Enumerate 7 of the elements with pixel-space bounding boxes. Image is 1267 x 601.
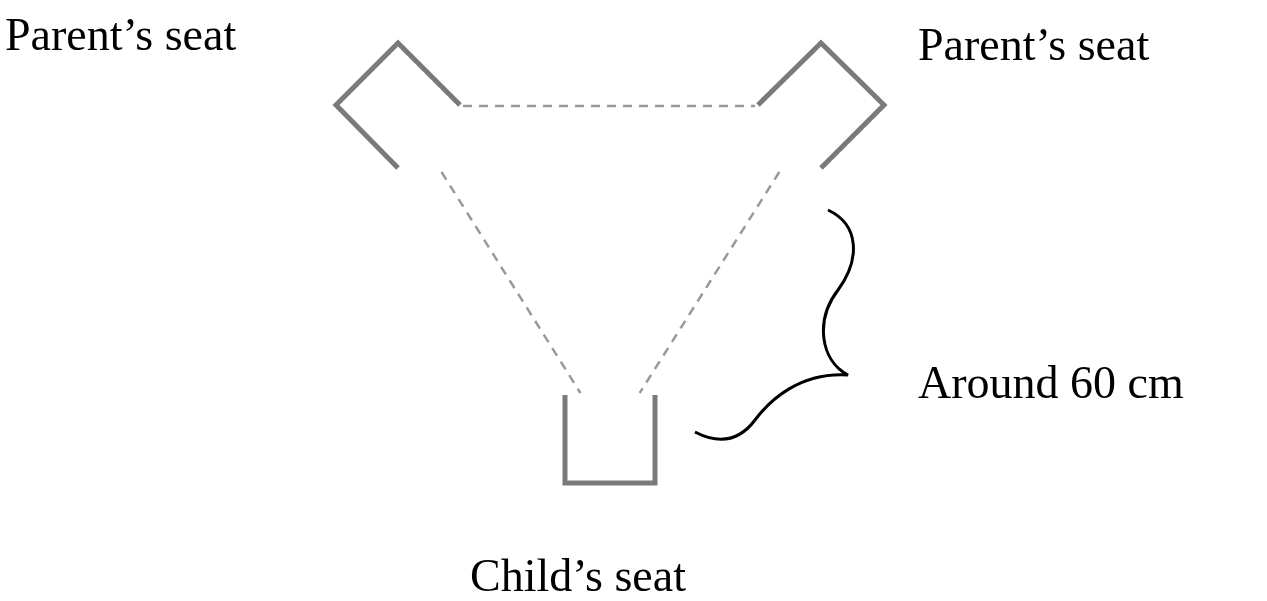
dashed-line [440, 171, 582, 394]
seat-label: Child’s seat [470, 553, 686, 599]
dashed-line [463, 104, 755, 108]
dimension-label: Around 60 cm [918, 360, 1184, 406]
seat-label: Parent’s seat [5, 12, 237, 58]
dashed-line [638, 171, 781, 394]
seat-label: Parent’s seat [918, 22, 1150, 68]
